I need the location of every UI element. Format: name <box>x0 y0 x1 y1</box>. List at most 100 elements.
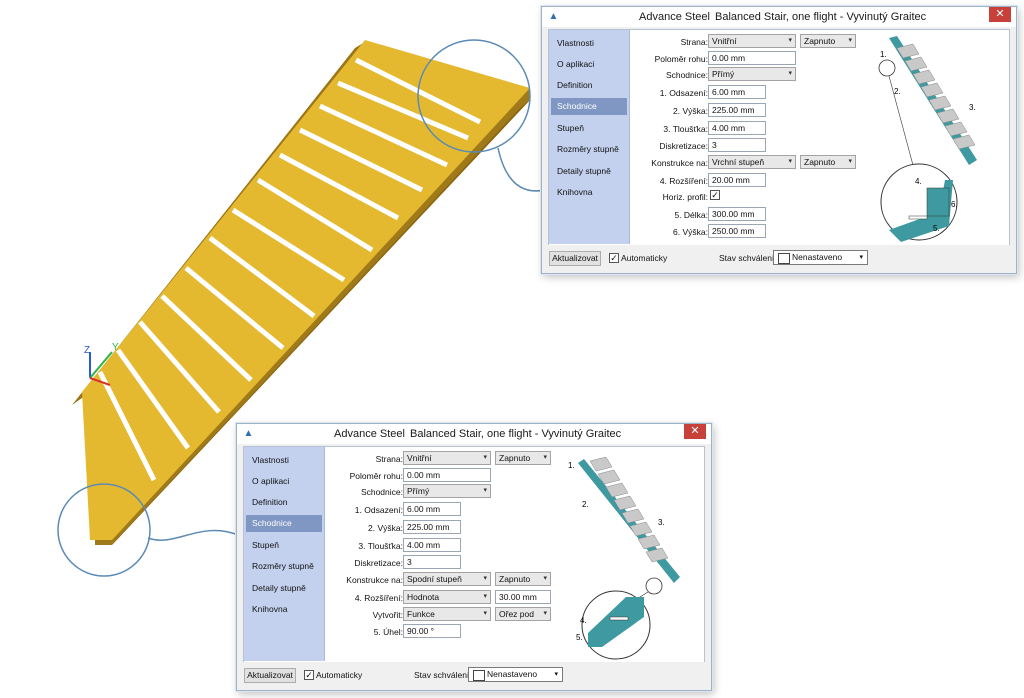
delka-label: 5. Délka: <box>674 210 708 220</box>
schodnice-select[interactable]: Přímý▾ <box>403 484 491 498</box>
konstrukce-toggle-select[interactable]: Zapnuto▾ <box>495 572 551 586</box>
status-value: Nenastaveno <box>792 252 843 262</box>
nav-item-detaily-stupne[interactable]: Detaily stupně <box>557 166 611 176</box>
preview-mark-3: 3. <box>969 103 976 112</box>
horiz-profil-label: Horiz. profil: <box>662 192 708 202</box>
vyska-input[interactable]: 225.00 mm <box>708 103 766 117</box>
preview-mark-5: 5. <box>576 633 583 642</box>
delka-input[interactable]: 300.00 mm <box>708 207 766 221</box>
konstrukce-toggle-value: Zapnuto <box>499 574 531 584</box>
diskretizace-label: Diskretizace: <box>659 141 708 151</box>
nav-item-rozmery-stupne[interactable]: Rozměry stupně <box>557 144 619 154</box>
update-button[interactable]: Aktualizovat <box>549 251 601 266</box>
strana-select[interactable]: Vnitřní▾ <box>403 451 491 465</box>
nav-item-detaily-stupne[interactable]: Detaily stupně <box>252 583 306 593</box>
strana-value: Vnitřní <box>712 36 737 46</box>
polomer-input[interactable]: 0.00 mm <box>403 468 491 482</box>
strana-select[interactable]: Vnitřní▾ <box>708 34 796 48</box>
odsazeni-input[interactable]: 6.00 mm <box>708 85 766 99</box>
advance-steel-logo-icon: ▲ <box>548 11 559 22</box>
odsazeni-input[interactable]: 6.00 mm <box>403 502 461 516</box>
nav-item-schodnice[interactable]: Schodnice <box>551 98 627 115</box>
auto-label: Automaticky <box>621 253 668 263</box>
konstrukce-toggle-value: Zapnuto <box>804 157 836 167</box>
vyska6-label: 6. Výška: <box>673 227 708 237</box>
status-select[interactable]: Nenastaveno▾ <box>468 667 563 682</box>
tloustka-input[interactable]: 4.00 mm <box>403 538 461 552</box>
nav-item-stupen[interactable]: Stupeň <box>557 123 584 133</box>
nav-item-schodnice[interactable]: Schodnice <box>246 515 322 532</box>
callout-leader-bottom <box>147 529 239 541</box>
dialog-bottom: ▲ Advance Steel Balanced Stair, one flig… <box>236 423 712 691</box>
nav-item-knihovna[interactable]: Knihovna <box>557 187 593 197</box>
schodnice-value: Přímý <box>712 69 735 79</box>
status-label: Stav schválení <box>414 670 470 680</box>
rozsireni-value-input[interactable]: 30.00 mm <box>495 590 551 604</box>
dialog-top-bottombar: Aktualizovat ✓ Automaticky Stav schválen… <box>542 245 1016 273</box>
update-button[interactable]: Aktualizovat <box>244 668 296 683</box>
auto-checkbox[interactable]: ✓ <box>609 253 619 263</box>
status-select[interactable]: Nenastaveno▾ <box>773 250 868 265</box>
nav-item-definition[interactable]: Definition <box>252 497 288 507</box>
odsazeni-label: 1. Odsazení: <box>354 505 403 515</box>
nav-item-o-aplikaci[interactable]: O aplikaci <box>557 59 595 69</box>
chevron-down-icon: ▾ <box>848 37 852 44</box>
dialog-top-title: Balanced Stair, one flight - Vyvinutý Gr… <box>715 11 927 23</box>
diskretizace-input[interactable]: 3 <box>708 138 766 152</box>
nav-item-knihovna[interactable]: Knihovna <box>252 604 288 614</box>
axis-z-label: Z <box>84 345 90 356</box>
polomer-label: Poloměr rohu: <box>349 471 403 481</box>
dialog-top: ▲ Advance Steel Balanced Stair, one flig… <box>541 6 1017 274</box>
preview-detail-stringer <box>889 180 953 242</box>
chevron-down-icon: ▾ <box>483 487 487 494</box>
diskretizace-input[interactable]: 3 <box>403 555 461 569</box>
strana-toggle-select[interactable]: Zapnuto▾ <box>800 34 856 48</box>
auto-checkbox[interactable]: ✓ <box>304 670 314 680</box>
tloustka-input[interactable]: 4.00 mm <box>708 121 766 135</box>
strana-toggle-select[interactable]: Zapnuto▾ <box>495 451 551 465</box>
status-label: Stav schválení <box>719 253 775 263</box>
nav-item-o-aplikaci[interactable]: O aplikaci <box>252 476 290 486</box>
nav-item-rozmery-stupne[interactable]: Rozměry stupně <box>252 561 314 571</box>
nav-item-stupen[interactable]: Stupeň <box>252 540 279 550</box>
vyska-label: 2. Výška: <box>673 106 708 116</box>
preview-callout-small <box>878 59 896 77</box>
dialog-bottom-title: Balanced Stair, one flight - Vyvinutý Gr… <box>410 428 622 440</box>
polomer-input[interactable]: 0.00 mm <box>708 51 796 65</box>
nav-item-vlastnosti[interactable]: Vlastnosti <box>557 38 594 48</box>
dialog-bottom-titlebar[interactable]: ▲ Advance Steel Balanced Stair, one flig… <box>237 424 711 444</box>
vyska-input[interactable]: 225.00 mm <box>403 520 461 534</box>
konstrukce-toggle-select[interactable]: Zapnuto ▾ <box>800 155 856 169</box>
callout-circle-top <box>417 39 531 153</box>
preview-steps <box>589 456 669 563</box>
dialog-top-titlebar[interactable]: ▲ Advance Steel Balanced Stair, one flig… <box>542 7 1016 27</box>
konstrukce-select[interactable]: Spodní stupeň▾ <box>403 572 491 586</box>
horiz-profil-checkbox[interactable]: ✓ <box>710 190 720 200</box>
chevron-down-icon: ▾ <box>543 610 547 617</box>
nav-item-vlastnosti[interactable]: Vlastnosti <box>252 455 289 465</box>
tloustka-label: 3. Tloušťka: <box>663 124 708 134</box>
rozsireni-select[interactable]: Hodnota▾ <box>403 590 491 604</box>
uhel-input[interactable]: 90.00 ° <box>403 624 461 638</box>
dialog-bottom-close-button[interactable]: ✕ <box>684 424 706 439</box>
chevron-down-icon: ▾ <box>848 158 852 165</box>
rozsireni-input[interactable]: 20.00 mm <box>708 173 766 187</box>
konstrukce-value: Vrchní stupeň <box>712 157 765 167</box>
nav-item-definition[interactable]: Definition <box>557 80 593 90</box>
vytvorit-select[interactable]: Funkce▾ <box>403 607 491 621</box>
chevron-down-icon: ▾ <box>788 158 792 165</box>
konstrukce-value: Spodní stupeň <box>407 574 462 584</box>
strana-label: Strana: <box>680 37 708 47</box>
schodnice-select[interactable]: Přímý▾ <box>708 67 796 81</box>
status-color-box <box>778 253 790 264</box>
dialog-top-close-button[interactable]: ✕ <box>989 7 1011 22</box>
vytvorit-option-select[interactable]: Ořez pod▾ <box>495 607 551 621</box>
dialog-bottom-bottombar: Aktualizovat ✓ Automaticky Stav schválen… <box>237 662 711 690</box>
konstrukce-select[interactable]: Vrchní stupeň ▾ <box>708 155 796 169</box>
preview-mark-1: 1. <box>880 50 887 59</box>
preview-detail-stringer <box>588 597 644 647</box>
preview-mark-2: 2. <box>894 87 901 96</box>
vyska6-input[interactable]: 250.00 mm <box>708 224 766 238</box>
dialog-top-client: Vlastnosti O aplikaci Definition Schodni… <box>548 29 1010 247</box>
